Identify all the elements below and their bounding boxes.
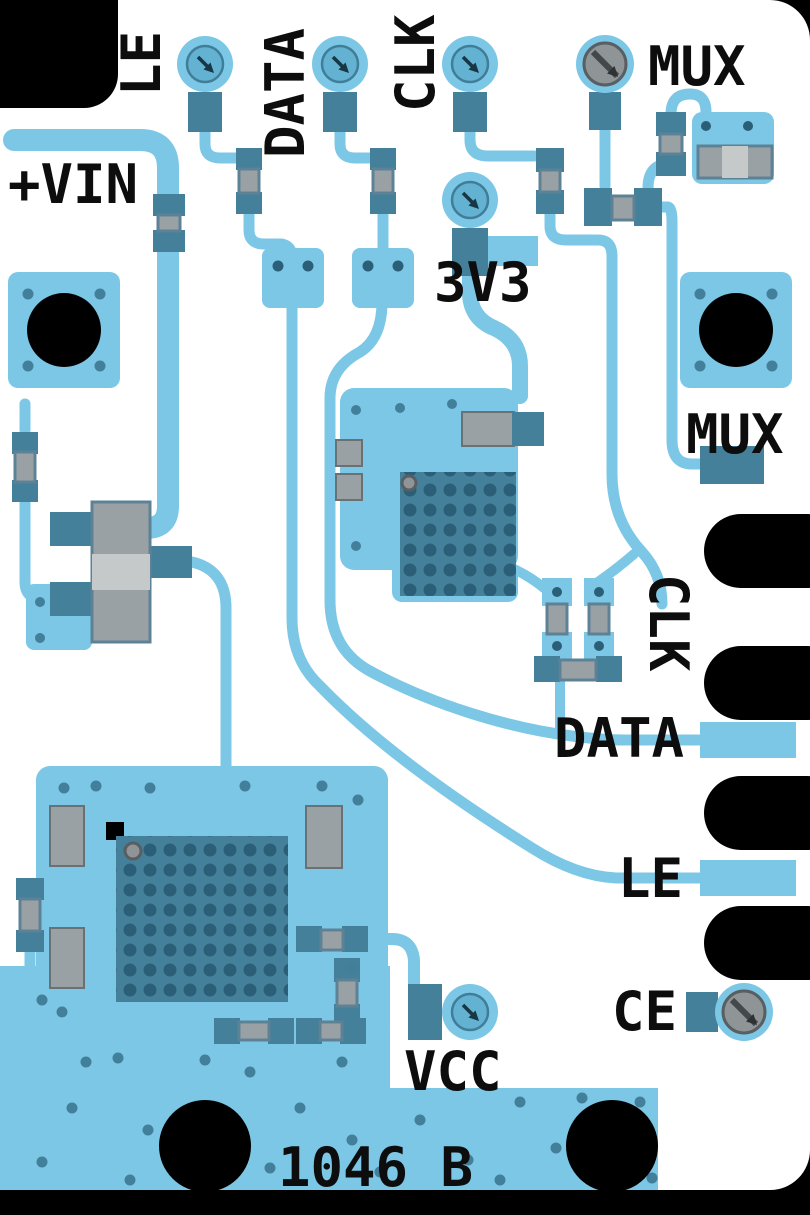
trace-clk-1 (464, 120, 540, 162)
component-corner-inductor (692, 112, 774, 184)
tp-pad-le (188, 92, 222, 132)
label-vin: +VIN (8, 153, 138, 216)
ic-center (335, 399, 544, 596)
silkscreen-labels: LE DATA CLK MUX +VIN 3V3 MUX CLK DATA LE… (8, 14, 784, 1199)
trace-le-long (286, 294, 710, 884)
component-left-mid (12, 432, 38, 502)
mounting-hole-topright (680, 272, 792, 388)
screw-ce-icon (715, 983, 773, 1041)
testpoint-vcc-icon (440, 982, 500, 1042)
component-le-cap (262, 248, 324, 308)
passive-components (12, 112, 774, 1044)
label-le-top: LE (110, 31, 173, 96)
mounting-hole-topleft (8, 272, 120, 388)
ic-bottomleft-silk-pin1 (106, 822, 124, 840)
trace-mux-3 (665, 88, 712, 126)
testpoint-clk-icon (440, 34, 500, 94)
pour-via-dots (36, 994, 658, 1186)
label-clk-top: CLK (384, 14, 447, 112)
trace-vcc (360, 933, 420, 992)
label-3v3: 3V3 (434, 251, 532, 314)
label-clk-right: CLK (637, 574, 700, 672)
label-mux-right: MUX (686, 403, 784, 466)
component-cluster-horizontal (534, 656, 622, 682)
component-topright-vertical (656, 112, 686, 176)
label-le-right: LE (618, 847, 683, 910)
component-mux-series (584, 188, 662, 226)
component-vin-series (153, 194, 185, 252)
edge-pads (700, 446, 796, 896)
component-clk-series (536, 148, 564, 214)
label-ce: CE (612, 980, 677, 1043)
edge-pad-le (700, 860, 796, 896)
trace-vin-power (3, 129, 179, 539)
label-board-id: 1046 B (278, 1136, 473, 1199)
component-transistor (26, 500, 192, 650)
edge-notches (704, 514, 810, 980)
label-data-top: DATA (254, 28, 317, 158)
trace-3v3-stub (488, 236, 538, 266)
trace-3v3 (462, 262, 528, 404)
label-vcc: VCC (404, 1040, 502, 1103)
component-le-series (236, 148, 262, 214)
component-left-bottom (16, 878, 44, 952)
component-data-series (370, 148, 396, 214)
screw-pad-mux (589, 92, 621, 130)
trace-transistor-to-ic (186, 556, 232, 778)
component-comb-1 (214, 1018, 294, 1044)
ic-bottomleft (49, 780, 364, 1018)
edge-pad-data (700, 722, 796, 758)
testpoint-3v3-icon (440, 170, 500, 230)
component-comb-2 (296, 1018, 366, 1044)
mounting-hole-bottomright (566, 1100, 658, 1192)
tp-pad-vcc (408, 984, 442, 1040)
mounting-hole-bottomleft (159, 1100, 251, 1192)
trace-clk-long (544, 206, 668, 610)
testpoint-data-icon (310, 34, 370, 94)
testpoint-pads (188, 92, 718, 1040)
trace-le-1 (199, 120, 246, 164)
ic-center-pin1-marker (400, 474, 418, 492)
ic-bottomleft-pin1-marker (123, 841, 143, 861)
board-corner-notch (0, 0, 118, 108)
trace-cluster-ic (511, 565, 549, 593)
component-vcc-horizontal (296, 926, 368, 952)
tp-pad-data (323, 92, 357, 132)
testpoint-le-icon (175, 34, 235, 94)
tp-pad-3v3 (452, 228, 488, 276)
edge-pad-mux (700, 446, 764, 484)
screw-mux-icon (576, 35, 634, 93)
trace-mux-edge (644, 201, 710, 470)
trace-data-1 (334, 120, 378, 164)
label-mux-top: MUX (648, 35, 746, 98)
component-cluster-2x2 (542, 578, 614, 660)
tp-pad-clk (453, 92, 487, 132)
trace-data-long (324, 296, 710, 746)
component-data-cap (352, 248, 414, 308)
screw-pad-ce (686, 992, 718, 1032)
label-data-right: DATA (554, 707, 684, 770)
